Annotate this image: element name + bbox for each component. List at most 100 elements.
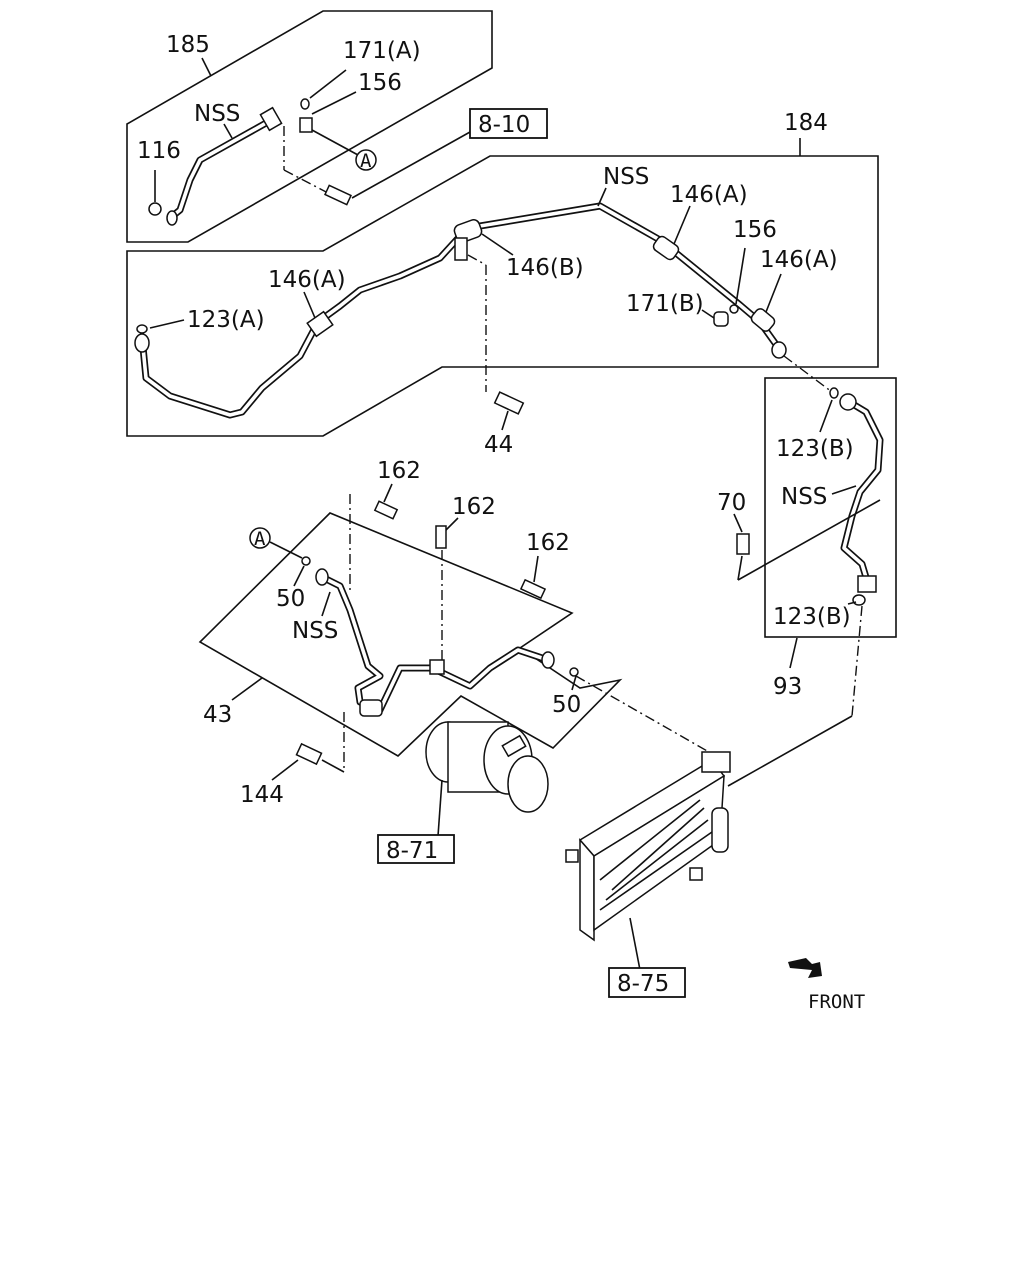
label-a-bottom: A (254, 528, 266, 550)
front-arrow-icon (788, 958, 822, 978)
leader-8-75 (629, 917, 641, 971)
bolt-70 (736, 533, 750, 555)
leader-146a-2 (765, 273, 782, 313)
leader-123b-1 (819, 399, 833, 433)
leader-nss-4 (321, 591, 331, 617)
label-162-3: 162 (526, 530, 570, 556)
leader-185 (201, 57, 212, 77)
oring-123a (136, 324, 148, 334)
oring-116 (148, 202, 162, 216)
label-185: 185 (166, 32, 210, 58)
label-43: 43 (203, 702, 232, 728)
label-front: FRONT (808, 991, 865, 1013)
label-44: 44 (484, 432, 513, 458)
fitting-93-top (839, 393, 857, 411)
nut-156-top (300, 98, 310, 110)
label-8-71: 8-71 (386, 838, 438, 864)
ref-box-8-71: 8-71 (377, 834, 455, 864)
label-146b: 146(B) (506, 255, 584, 281)
label-146a-1: 146(A) (670, 182, 748, 208)
leader-162-2 (445, 517, 459, 531)
pipe-185 (166, 114, 279, 222)
pipe-end-185 (166, 210, 178, 226)
leader-162-1 (383, 483, 393, 503)
oring-123b-bottom (852, 594, 866, 606)
label-nss-3: NSS (781, 484, 827, 510)
label-144: 144 (240, 782, 284, 808)
leader-144 (271, 759, 299, 781)
group-184: 184 44 NSS 146(A) 156 146(A) 146(B) 17 (126, 110, 879, 458)
compressor (425, 721, 549, 837)
oring-50-right (569, 667, 579, 677)
leader-123b-2 (847, 601, 857, 605)
cap-171b (713, 311, 729, 327)
fitting-43-right (541, 651, 555, 669)
leader-70 (733, 513, 743, 533)
label-171b: 171(B) (626, 291, 704, 317)
block-fitting-185 (299, 117, 313, 133)
leader-156-mid (735, 247, 746, 305)
leader-nss-1 (223, 123, 233, 139)
clip-146a-right (750, 308, 776, 332)
fitting-185 (259, 106, 283, 132)
bolt-162-2 (435, 525, 447, 549)
fitting-end-123a (134, 333, 150, 353)
leader-nss-3 (831, 485, 857, 495)
fitting-93-bottom (857, 575, 877, 593)
label-162-2: 162 (452, 494, 496, 520)
label-70: 70 (717, 490, 746, 516)
leader-146a-3 (303, 291, 316, 319)
block-fitting-43 (359, 699, 383, 717)
leader-50-1 (293, 565, 305, 587)
bolt-162-1 (373, 500, 399, 520)
ref-box-8-10: 8-10 (469, 108, 548, 139)
bracket-146b (454, 237, 468, 261)
label-123b-2: 123(B) (773, 604, 851, 630)
label-nss-1: NSS (194, 101, 240, 127)
leader-50-2 (571, 675, 577, 691)
leader-a-top (311, 129, 359, 156)
label-8-10: 8-10 (478, 112, 530, 138)
label-184: 184 (784, 110, 828, 136)
pipe-end-184 (771, 341, 787, 359)
clip-146a-mid (652, 235, 680, 261)
group-184-outline (126, 155, 879, 437)
group-93-outline (764, 377, 897, 638)
leader-146a-1 (673, 205, 691, 245)
label-116: 116 (137, 138, 181, 164)
fitting-43-left (315, 568, 329, 586)
leader-123a (149, 319, 185, 329)
label-50-1: 50 (276, 586, 305, 612)
label-171a-top: 171(A) (343, 38, 421, 64)
sensor-44 (493, 391, 525, 415)
group-43: 162 162 162 A 50 NSS 43 50 144 (198, 458, 717, 808)
label-146a-3: 146(A) (268, 267, 346, 293)
label-123a: 123(A) (187, 307, 265, 333)
receiver-drier (711, 807, 729, 853)
leader-8-71 (437, 779, 443, 837)
front-indicator: FRONT (788, 958, 865, 1013)
oring-123b-top (829, 387, 839, 399)
bolt-8-10 (324, 184, 352, 206)
bolt-144 (295, 742, 323, 766)
label-162-1: 162 (377, 458, 421, 484)
bracket-43 (429, 659, 445, 675)
leader-8-10 (351, 131, 471, 199)
group-93: 123(B) NSS 123(B) 93 70 (717, 355, 897, 787)
leader-nss-2 (597, 187, 607, 207)
leader-146b (481, 233, 514, 256)
leader-171b (701, 309, 715, 319)
group-185-outline (126, 10, 493, 243)
label-nss-4: NSS (292, 618, 338, 644)
oring-50-left (301, 556, 311, 566)
ref-box-8-75: 8-75 (608, 967, 686, 998)
label-a-top: A (360, 150, 372, 172)
group-43-outline (198, 512, 623, 757)
label-123b-1: 123(B) (776, 436, 854, 462)
callout-circle-a-bottom (249, 527, 271, 549)
leader-171a-top (309, 69, 347, 99)
callout-circle-a-top (355, 149, 377, 171)
leader-a-bottom (269, 541, 303, 559)
label-50-2: 50 (552, 692, 581, 718)
label-156-top: 156 (358, 70, 402, 96)
